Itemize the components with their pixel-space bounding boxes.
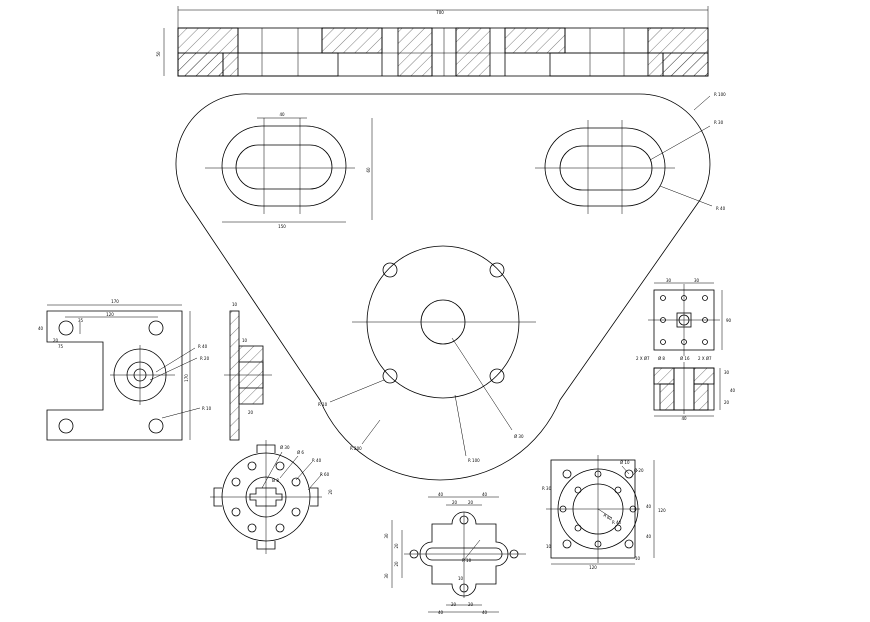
flange-d4: R 60 (320, 472, 330, 477)
cross-left-dim-2: 20 (394, 543, 399, 549)
bore-label: Ø 30 (514, 434, 524, 439)
left-width-dim: 170 (111, 299, 119, 304)
flange-d6: 20 (328, 489, 333, 495)
left-small-dim: 35 (78, 318, 84, 323)
slot-width-dim: 40 (279, 112, 285, 117)
left-side-dim: 40 (38, 326, 44, 331)
left-inner-dim: 120 (106, 312, 114, 317)
central-boss: Ø 30 R 10 R 100 R 200 (318, 245, 536, 463)
round-flange-view: Ø 10 Ø 20 R 30 R 60 R 40 120 120 40 40 1… (542, 455, 666, 570)
slot-outer-radius-label: R 40 (716, 206, 726, 211)
cross-left-dim-1: 30 (384, 533, 389, 539)
round-r5: R 40 (612, 520, 622, 525)
flange-d2: Ø 6 (297, 450, 304, 455)
cross-inner-dim-2: 20 (468, 500, 474, 505)
section-height-dim: 50 (156, 51, 161, 57)
flange-d1: Ø 30 (280, 445, 290, 450)
cross-bottom-outer-2: 40 (482, 610, 488, 615)
outer-radius-label: R 100 (714, 92, 726, 97)
square-note-far: 2 X Ø7 (698, 356, 712, 361)
cross-top-dim: 40 (438, 492, 444, 497)
flange-d5: Ø 8 (272, 478, 279, 483)
round-d-bottom: 10 (635, 556, 641, 561)
square-note-left: 2 X Ø7 (636, 356, 650, 361)
main-plate-view: 40 150 60 R 30 R 40 R 100 (175, 92, 726, 481)
round-d-left: 10 (546, 544, 552, 549)
left-r20: R 20 (200, 356, 210, 361)
round-side-1: 40 (646, 504, 652, 509)
cross-left-dim-4: 30 (384, 573, 389, 579)
side-dim-b: 10 (242, 338, 248, 343)
cross-part-view: 40 40 20 20 R 10 10 20 20 40 40 30 20 20… (384, 492, 526, 615)
round-r1: Ø 10 (620, 460, 630, 465)
left-height-dim: 170 (184, 374, 189, 382)
square-side-dim: 90 (726, 318, 732, 323)
cross-radius: R 10 (462, 558, 472, 563)
flange-part-view: Ø 30 Ø 6 R 40 R 60 Ø 8 20 (210, 440, 333, 554)
overall-width-dim: 700 (436, 10, 444, 15)
square-part-view: 30 30 90 2 X Ø7 Ø 8 Ø 16 2 X Ø7 30 40 20… (636, 278, 736, 421)
center-radius-label: R 100 (468, 458, 480, 463)
round-r2: Ø 20 (634, 468, 644, 473)
square-note-right: Ø 16 (680, 356, 690, 361)
cross-bottom-outer: 40 (438, 610, 444, 615)
square-height-c: 20 (724, 400, 730, 405)
square-height-a: 30 (724, 370, 730, 375)
cross-slot: 10 (458, 576, 464, 581)
round-r3: R 30 (542, 486, 552, 491)
round-height-dim: 120 (658, 508, 666, 513)
square-top-dim-2: 30 (694, 278, 700, 283)
left-slot: 40 150 60 (205, 112, 373, 229)
square-base-dim: 40 (681, 416, 687, 421)
square-height-b: 40 (730, 388, 736, 393)
cross-inner-dim: 20 (452, 500, 458, 505)
side-dim-a: 10 (232, 302, 238, 307)
cross-bottom-dim: 20 (451, 602, 457, 607)
hole-radius-label: R 10 (318, 402, 328, 407)
cross-top-dim-2: 40 (482, 492, 488, 497)
left-hole-dim: 20 (53, 338, 59, 343)
top-section-view: 700 50 (156, 6, 709, 77)
left-cut-dim: 75 (58, 344, 64, 349)
round-r4: R 60 (603, 513, 614, 522)
side-dim-c: 20 (248, 410, 254, 415)
left-part-front-view: 170 120 35 40 20 75 R 40 R 20 R 10 170 (38, 299, 212, 441)
left-r10: R 10 (202, 406, 212, 411)
square-note-mid: Ø 8 (658, 356, 665, 361)
flange-d3: R 40 (312, 458, 322, 463)
square-top-dim-1: 30 (666, 278, 672, 283)
slot-length-dim: 150 (278, 224, 286, 229)
right-slot: R 30 R 40 R 100 (535, 92, 726, 214)
round-width-dim: 120 (589, 565, 597, 570)
left-side-view: 10 10 20 (224, 302, 272, 441)
bottom-radius-label: R 200 (350, 446, 362, 451)
cross-left-dim-3: 20 (394, 561, 399, 567)
left-r40: R 40 (198, 344, 208, 349)
cross-bottom-dim-2: 20 (468, 602, 474, 607)
slot-height-dim: 60 (366, 167, 371, 173)
slot-radius-label: R 30 (714, 120, 724, 125)
round-side-2: 40 (646, 534, 652, 539)
